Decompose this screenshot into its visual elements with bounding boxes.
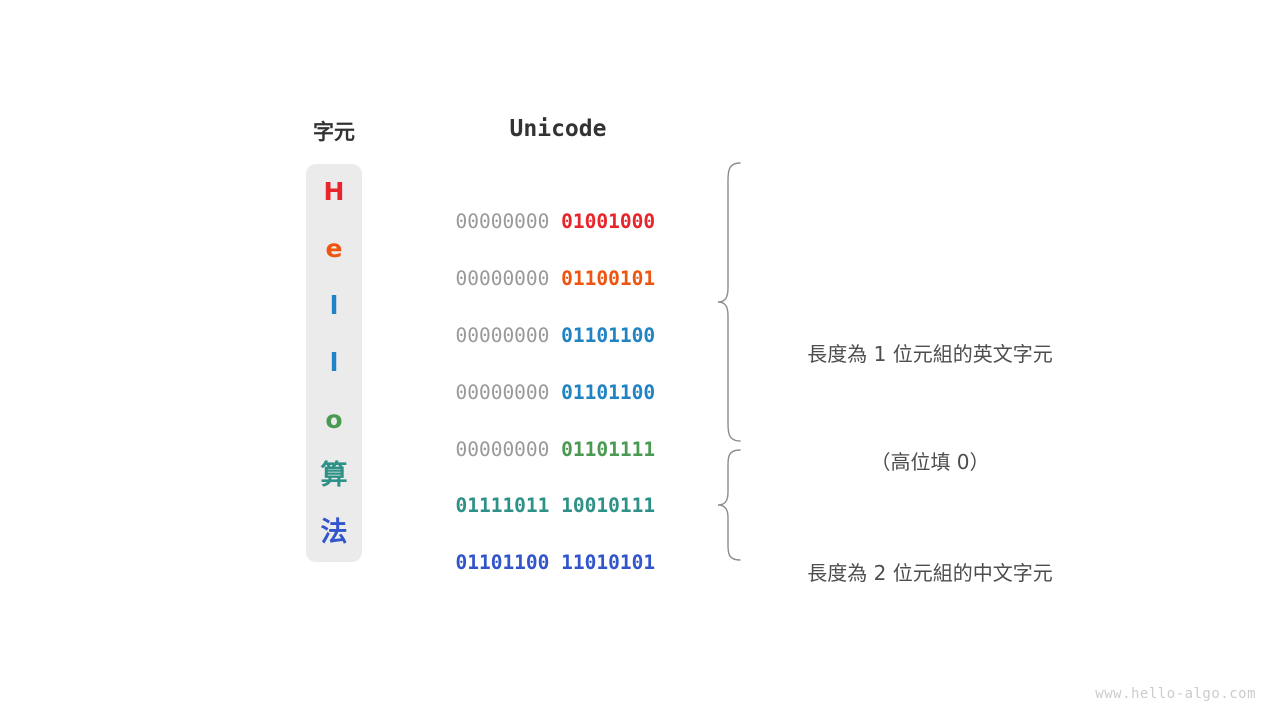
character-cell-1: e <box>325 234 343 263</box>
binary-byte-gap-0 <box>549 210 561 233</box>
binary-row-3: 00000000 01101100 <box>432 348 684 404</box>
binary-row-6: 01101100 11010101 <box>432 518 684 574</box>
binary-byte-gap-2 <box>549 324 561 347</box>
brace-two-byte-group <box>716 447 750 563</box>
binary-high-byte-5: 01111011 <box>455 494 550 517</box>
character-cell-4: o <box>325 405 343 434</box>
character-cell-3: l <box>329 348 339 377</box>
binary-low-byte-2: 01101100 <box>561 324 656 347</box>
column-header-character: 字元 <box>313 120 355 144</box>
binary-low-byte-3: 01101100 <box>561 381 656 404</box>
character-cell-2: l <box>329 291 339 320</box>
brace-one-byte-group <box>716 160 750 444</box>
binary-high-byte-0: 00000000 <box>455 210 550 233</box>
binary-high-byte-1: 00000000 <box>455 267 550 290</box>
binary-low-byte-0: 01001000 <box>561 210 656 233</box>
character-cell-0: H <box>323 177 345 206</box>
binary-low-byte-5: 10010111 <box>561 494 656 517</box>
binary-byte-gap-5 <box>549 494 561 517</box>
binary-row-4: 00000000 01101111 <box>432 405 684 461</box>
binary-low-byte-4: 01101111 <box>561 438 656 461</box>
annotation-one-byte-line2: （高位填 0） <box>870 450 990 474</box>
annotation-one-byte-line1: 長度為 1 位元組的英文字元 <box>807 342 1053 366</box>
watermark-url: www.hello-algo.com <box>1095 686 1256 702</box>
binary-high-byte-2: 00000000 <box>455 324 550 347</box>
binary-low-byte-1: 01100101 <box>561 267 656 290</box>
annotation-two-byte-line1: 長度為 2 位元組的中文字元 <box>807 561 1053 585</box>
annotation-two-byte: 長度為 2 位元組的中文字元 <box>760 483 1100 627</box>
binary-high-byte-6: 01101100 <box>455 551 550 574</box>
binary-high-byte-3: 00000000 <box>455 381 550 404</box>
binary-byte-gap-1 <box>549 267 561 290</box>
binary-high-byte-4: 00000000 <box>455 438 550 461</box>
character-column-panel <box>306 164 362 562</box>
character-cell-6: 法 <box>320 517 348 548</box>
binary-row-1: 00000000 01100101 <box>432 234 684 290</box>
binary-row-2: 00000000 01101100 <box>432 291 684 347</box>
binary-row-0: 00000000 01001000 <box>432 177 684 233</box>
binary-row-5: 01111011 10010111 <box>432 461 684 517</box>
binary-byte-gap-6 <box>549 551 561 574</box>
binary-low-byte-6: 11010101 <box>561 551 656 574</box>
binary-byte-gap-3 <box>549 381 561 404</box>
annotation-one-byte: 長度為 1 位元組的英文字元 （高位填 0） <box>760 264 1100 516</box>
character-cell-5: 算 <box>320 460 348 491</box>
column-header-unicode: Unicode <box>509 116 607 142</box>
binary-byte-gap-4 <box>549 438 561 461</box>
